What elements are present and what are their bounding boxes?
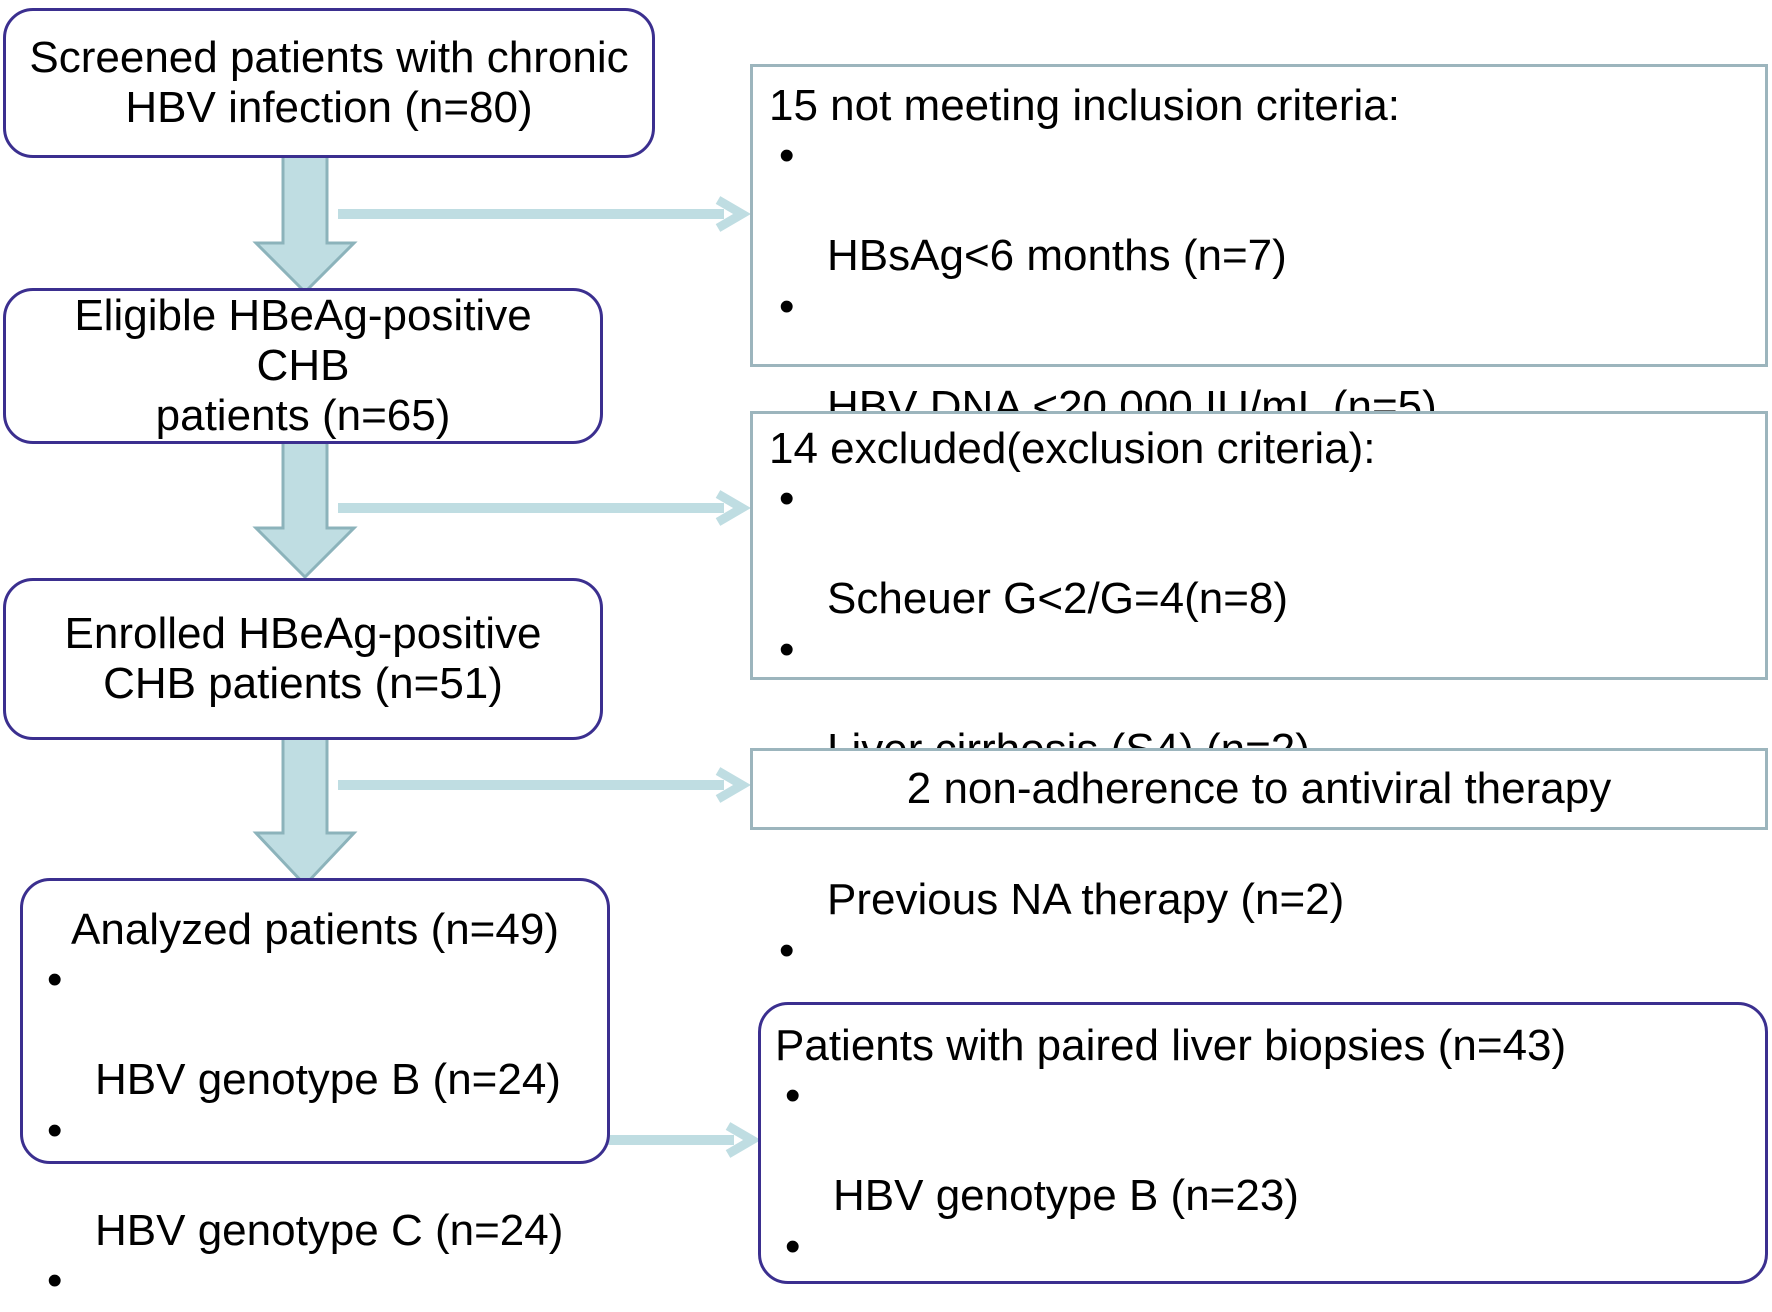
- list-item: • HBV DNA <20,000 IU/mL (n=5): [769, 282, 1749, 432]
- list-item: • HBV genotype B (n=23): [775, 1071, 1751, 1221]
- bullet-icon: •: [47, 1105, 63, 1155]
- node-not-meeting-inclusion-title: 15 not meeting inclusion criteria:: [769, 81, 1400, 130]
- bullet-icon: •: [779, 925, 795, 975]
- arrow-enrolled-to-non-adherence: [338, 767, 751, 803]
- bullet-icon: •: [779, 624, 795, 674]
- list-item: • HBV genotype B (n=24): [37, 955, 593, 1105]
- node-enrolled-patients: Enrolled HBeAg-positive CHB patients (n=…: [3, 578, 603, 740]
- bullet-icon: •: [785, 1221, 801, 1271]
- arrow-eligible-to-excluded: [338, 490, 751, 526]
- list-item: • HBV genotype A (n=1): [37, 1256, 593, 1312]
- node-screened-patients-title: Screened patients with chronic HBV infec…: [29, 32, 629, 132]
- list-item-label: HBV genotype B (n=23): [833, 1171, 1299, 1221]
- list-item: • Previous NA therapy (n=2): [769, 775, 1749, 925]
- node-paired-biopsies: Patients with paired liver biopsies (n=4…: [758, 1002, 1768, 1284]
- list-item-label: Previous NA therapy (n=2): [827, 875, 1345, 925]
- node-analyzed-patients-title: Analyzed patients (n=49): [71, 905, 559, 954]
- list-item: • HBsAg<6 months (n=7): [769, 131, 1749, 281]
- node-analyzed-patients: Analyzed patients (n=49) • HBV genotype …: [20, 878, 610, 1305]
- bullet-icon: •: [779, 131, 795, 181]
- bullet-icon: •: [779, 281, 795, 331]
- bullet-icon: •: [785, 1071, 801, 1121]
- node-excluded-title: 14 excluded(exclusion criteria):: [769, 424, 1376, 473]
- node-eligible-patients-title: Eligible HBeAg-positive CHB patients (n=…: [74, 290, 532, 441]
- node-paired-biopsies-bullets: • HBV genotype B (n=23) • HBV genotype C…: [775, 1071, 1751, 1312]
- node-excluded: 14 excluded(exclusion criteria): • Scheu…: [750, 411, 1768, 1075]
- bullet-icon: •: [47, 955, 63, 1005]
- bullet-icon: •: [47, 1256, 63, 1306]
- list-item-label: HBV genotype C (n=24): [95, 1205, 564, 1255]
- bullet-icon: •: [779, 474, 795, 524]
- node-screened-patients: Screened patients with chronic HBV infec…: [3, 8, 655, 158]
- node-paired-biopsies-title: Patients with paired liver biopsies (n=4…: [775, 1021, 1567, 1070]
- arrow-screened-to-not-meeting-inclusion: [338, 196, 751, 232]
- node-non-adherence-title: 2 non-adherence to antiviral therapy: [906, 763, 1612, 813]
- node-non-adherence: 2 non-adherence to antiviral therapy: [750, 748, 1768, 830]
- arrow-eligible-to-enrolled: [252, 438, 358, 580]
- list-item: • HBV genotype C (n=24): [37, 1106, 593, 1256]
- node-enrolled-patients-title: Enrolled HBeAg-positive CHB patients (n=…: [64, 608, 542, 708]
- arrow-enrolled-to-analyzed: [252, 736, 358, 888]
- list-item: • HBV genotype C (n=19): [775, 1222, 1751, 1312]
- node-analyzed-patients-bullets: • HBV genotype B (n=24) • HBV genotype C…: [37, 955, 593, 1312]
- list-item-label: Scheuer G<2/G=4(n=8): [827, 574, 1289, 624]
- list-item: • Scheuer G<2/G=4(n=8): [769, 474, 1749, 624]
- node-not-meeting-inclusion: 15 not meeting inclusion criteria: • HBs…: [750, 64, 1768, 632]
- arrow-analyzed-to-paired-biopsies: [608, 1122, 761, 1158]
- list-item-label: HBV genotype B (n=24): [95, 1055, 561, 1105]
- list-item-label: HBsAg<6 months (n=7): [827, 231, 1287, 281]
- arrow-screened-to-eligible: [252, 153, 358, 295]
- node-eligible-patients: Eligible HBeAg-positive CHB patients (n=…: [3, 288, 603, 444]
